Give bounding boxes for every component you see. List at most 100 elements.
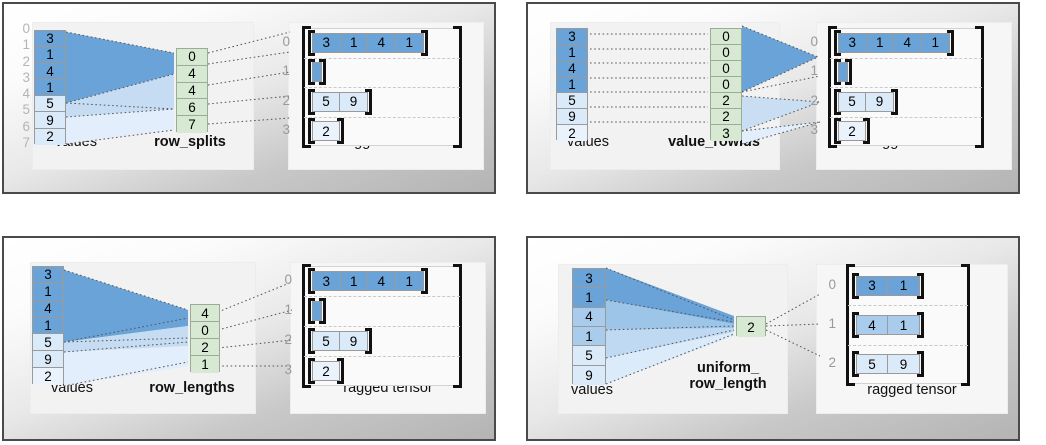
row-separator xyxy=(830,57,982,59)
row-bracket-right xyxy=(337,358,344,384)
row-bracket-right xyxy=(421,29,428,56)
row-separator xyxy=(830,116,982,118)
row-bracket-right xyxy=(319,298,326,324)
tensor-cell: 2 xyxy=(839,122,865,141)
row-bracket-left xyxy=(308,328,315,354)
tensor-row-label: 3 xyxy=(282,122,290,138)
row-bracket-right xyxy=(947,29,954,56)
outer-bracket-r xyxy=(453,26,462,148)
encoding-cell: 0 xyxy=(711,77,741,93)
row-bracket-right xyxy=(845,59,852,86)
row-bracket-right xyxy=(863,118,870,145)
panel-row-splits: values row_splits ragged tensor xyxy=(2,2,496,194)
encoding-cell: 0 xyxy=(711,61,741,77)
tensor-cell: 1 xyxy=(340,272,368,290)
outer-bracket-l xyxy=(846,264,855,386)
encoding-cell: 6 xyxy=(177,99,207,117)
encoding-cell: 4 xyxy=(177,65,207,83)
tensor-cell: 3 xyxy=(313,272,341,290)
value-cell: 4 xyxy=(557,61,587,77)
tensor-row-label: 2 xyxy=(284,332,292,347)
tensor-row-label: 0 xyxy=(284,272,292,287)
value-cell: 9 xyxy=(573,365,605,385)
value-cell: 3 xyxy=(557,29,587,45)
row-separator xyxy=(304,326,460,327)
tensor-cell: 2 xyxy=(313,362,339,380)
encoding-caption-4: uniform_ row_length xyxy=(689,360,767,392)
tensor-cell: 3 xyxy=(313,33,341,52)
tensor-row-label: 1 xyxy=(284,302,292,317)
tensor-cell: 4 xyxy=(857,316,889,334)
row-bracket-left xyxy=(834,118,841,145)
tensor-cell: 1 xyxy=(921,33,949,52)
tensor-row: 2 xyxy=(312,361,340,381)
row-separator xyxy=(304,57,460,59)
value-cell: 4 xyxy=(33,300,63,318)
tensor-cell: 1 xyxy=(395,272,423,290)
tensor-row-label: 2 xyxy=(828,355,836,371)
row-bracket-right xyxy=(917,312,924,338)
encoding-cell: 2 xyxy=(711,109,741,125)
value-cell: 2 xyxy=(35,128,65,145)
row-separator xyxy=(848,344,968,346)
value-cell: 9 xyxy=(557,109,587,125)
row-bracket-left xyxy=(852,312,859,338)
row-bracket-left xyxy=(834,29,841,56)
row-bracket-left xyxy=(308,59,315,86)
row-bracket-right xyxy=(421,268,428,294)
value-cell: 1 xyxy=(573,288,605,308)
encoding-cell: 2 xyxy=(711,93,741,109)
row-bracket-right xyxy=(319,59,326,86)
row-separator xyxy=(848,305,968,307)
value-index-label: 7 xyxy=(22,135,30,150)
value-cell: 9 xyxy=(35,112,65,129)
value-cell: 3 xyxy=(573,269,605,289)
value-cell: 5 xyxy=(573,346,605,366)
encoding-column: 2 xyxy=(736,316,766,337)
value-cell: 1 xyxy=(557,45,587,61)
row-separator xyxy=(304,116,460,118)
encoding-cell: 0 xyxy=(177,49,207,66)
value-cell: 3 xyxy=(33,267,63,284)
tensor-row-label: 2 xyxy=(810,92,818,108)
tensor-cell: 5 xyxy=(857,355,889,374)
value-cell: 9 xyxy=(33,351,63,369)
value-cell: 1 xyxy=(573,326,605,347)
value-cell: 1 xyxy=(35,47,65,64)
value-cell: 2 xyxy=(557,125,587,141)
value-cell: 1 xyxy=(33,283,63,301)
tensor-row-label: 1 xyxy=(810,63,818,79)
row-bracket-left xyxy=(308,88,315,115)
outer-bracket-r xyxy=(961,264,970,386)
tensor-caption-4: ragged tensor xyxy=(867,382,957,398)
encoding-cell: 0 xyxy=(711,45,741,61)
tensor-cell: 9 xyxy=(340,332,367,350)
tensor-cell: 9 xyxy=(888,355,919,374)
row-separator xyxy=(304,87,460,88)
encoding-cell: 0 xyxy=(191,322,219,339)
tensor-cell: 4 xyxy=(894,33,922,52)
encoding-cell: 4 xyxy=(191,305,219,322)
tensor-cell: 4 xyxy=(368,33,396,52)
tensor-cell: 2 xyxy=(313,122,339,141)
encoding-cell: 7 xyxy=(177,116,207,133)
row-bracket-left xyxy=(834,59,841,86)
tensor-cell: 4 xyxy=(368,272,396,290)
tensor-cell: 5 xyxy=(313,92,341,111)
row-separator xyxy=(304,356,460,357)
row-bracket-left xyxy=(308,298,315,324)
row-bracket-left xyxy=(308,29,315,56)
outer-bracket-l xyxy=(302,26,311,148)
